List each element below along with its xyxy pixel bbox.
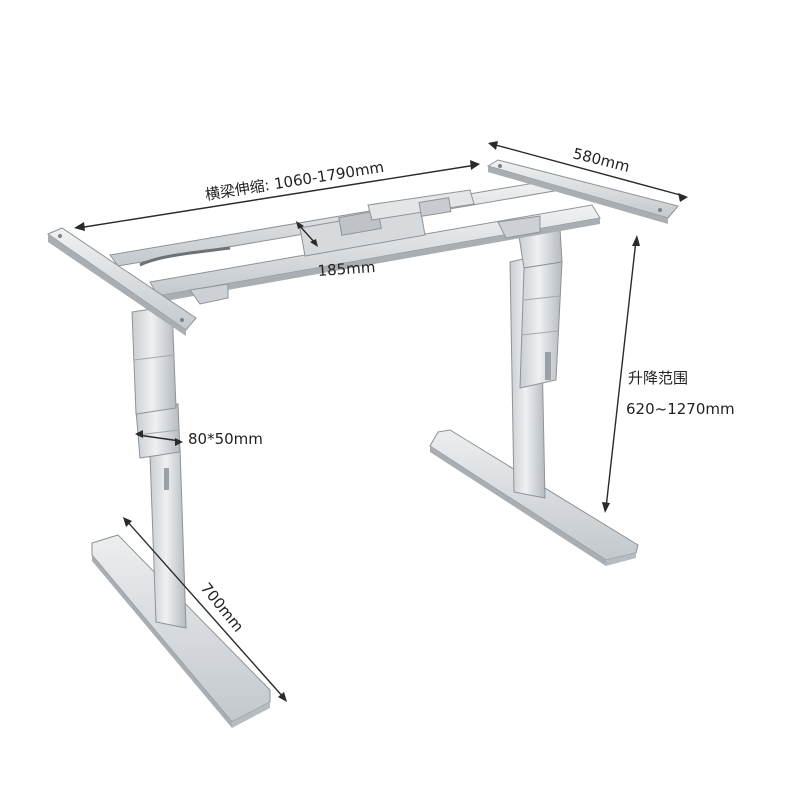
- lift-range-value: 620~1270mm: [626, 400, 735, 418]
- beam-label: 185mm: [317, 258, 376, 280]
- desk-frame-illustration: [46, 159, 679, 728]
- right-leg: [509, 227, 563, 499]
- leg-section-label: 80*50mm: [188, 430, 263, 448]
- lift-range-title: 升降范围: [628, 369, 688, 387]
- dimension-leg-section: 80*50mm: [135, 430, 263, 448]
- left-leg: [131, 305, 187, 629]
- left-foot: [91, 534, 271, 728]
- dimension-beam: 185mm: [296, 221, 376, 280]
- crossbar-label: 横梁伸缩: 1060-1790mm: [204, 158, 385, 204]
- depth-label: 580mm: [571, 144, 631, 175]
- top-frame: [46, 159, 679, 336]
- dimension-lift-range: 升降范围 620~1270mm: [602, 235, 735, 513]
